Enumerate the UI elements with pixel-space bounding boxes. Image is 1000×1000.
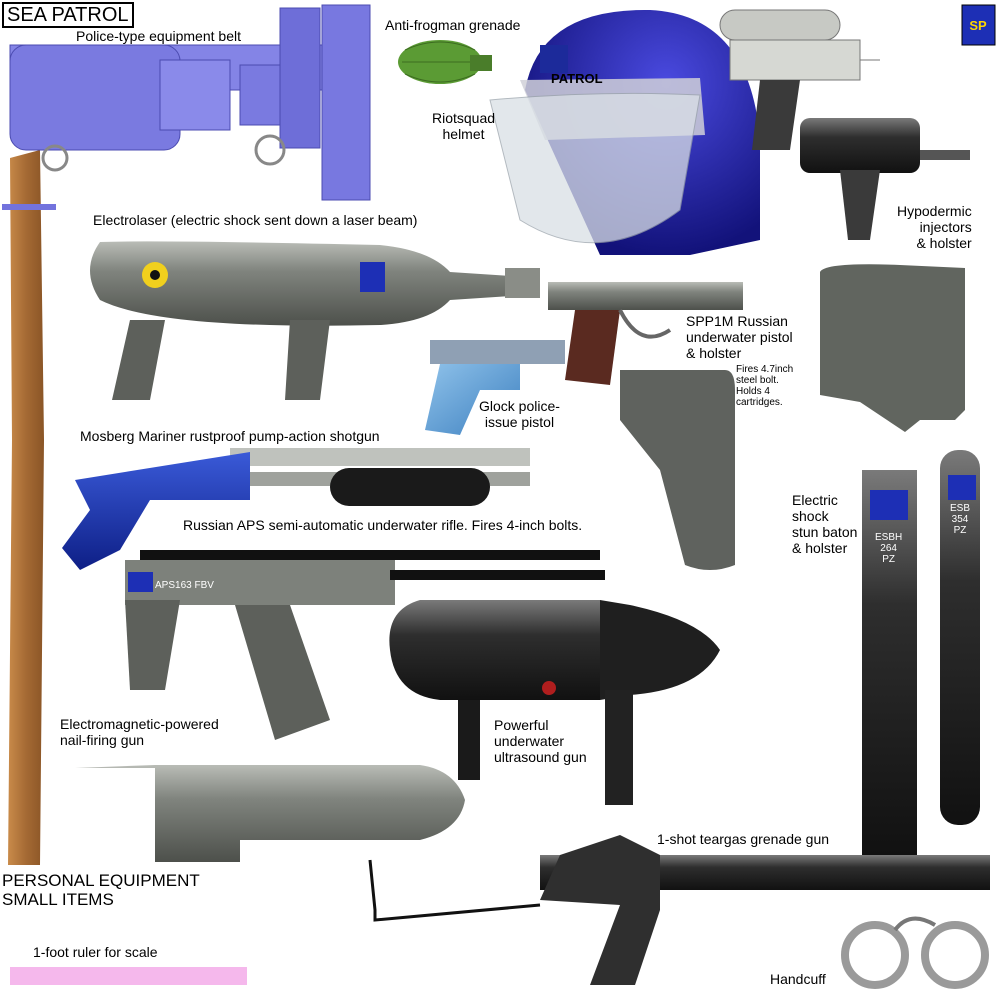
helmet-marking: PATROL <box>551 71 603 86</box>
nailgun-label-line-2: nail-firing gun <box>60 732 145 748</box>
grenade-label: Anti-frogman grenade <box>385 17 521 33</box>
spp1m-note-line-1: Fires 4.7inch <box>736 364 794 375</box>
glock-pistol <box>425 340 565 435</box>
spp1m-pistol <box>548 282 743 385</box>
helmet-label-line-2: helmet <box>442 126 485 142</box>
spp1m-label-line-1: SPP1M Russian <box>686 313 788 329</box>
aps-marking: APS163 FBV <box>155 580 214 591</box>
helmet-label-line-1: Riotsquad <box>432 110 496 126</box>
spp1m-label: SPP1M Russian underwater pistol & holste… <box>686 313 793 361</box>
injector-device <box>719 9 880 150</box>
stun-baton <box>940 450 980 825</box>
glock-label-line-2: issue pistol <box>484 414 555 430</box>
glock-label: Glock police- issue pistol <box>479 398 560 430</box>
spp1m-note-line-3: Holds 4 <box>736 386 770 397</box>
grenade <box>398 40 492 84</box>
baton-marking-line-3: PZ <box>953 525 967 536</box>
ultrasound-label: Powerful underwater ultrasound gun <box>494 717 587 765</box>
electrolaser <box>90 241 540 400</box>
spp1m-label-line-3: & holster <box>686 345 742 361</box>
aps-label: Russian APS semi-automatic underwater ri… <box>183 517 583 533</box>
shotgun <box>62 448 530 570</box>
nailgun-label-line-1: Electromagnetic-powered <box>60 716 219 732</box>
teargas-label: 1-shot teargas grenade gun <box>657 831 830 847</box>
spp1m-holster <box>620 370 735 570</box>
equipment-belt <box>9 4 371 201</box>
wooden-pole <box>2 150 56 865</box>
hypodermic-holster <box>800 118 970 240</box>
page-title: SEA PATROL <box>2 2 134 28</box>
hypodermic-label-line-1: Hypodermic <box>897 203 972 219</box>
spp1m-label-line-2: underwater pistol <box>686 329 793 345</box>
hypodermic-label-line-3: & holster <box>916 235 972 251</box>
baton-holster-marking: ESBH 264 PZ <box>875 532 902 565</box>
section-title-line-2: SMALL ITEMS <box>2 890 114 909</box>
baton-holster-marking-line-2: 264 <box>880 543 897 554</box>
ultrasound-gun <box>389 600 720 805</box>
electrolaser-label: Electrolaser (electric shock sent down a… <box>93 212 418 228</box>
spp1m-note: Fires 4.7inch steel bolt. Holds 4 cartri… <box>736 364 793 408</box>
spp1m-note-line-2: steel bolt. <box>736 375 779 386</box>
helmet-label: Riotsquad helmet <box>432 110 495 142</box>
stun-baton-holster <box>862 470 917 855</box>
stun-baton-label-line-1: Electric <box>792 492 838 508</box>
stun-baton-label-line-4: & holster <box>792 540 848 556</box>
baton-marking-line-2: 354 <box>951 514 969 525</box>
hypodermic-label-line-2: injectors <box>919 219 972 235</box>
stun-baton-label-line-2: shock <box>792 508 829 524</box>
glock-label-line-1: Glock police- <box>479 398 560 414</box>
aps-rifle <box>125 550 605 740</box>
large-holster <box>820 264 965 432</box>
hypodermic-label: Hypodermic injectors & holster <box>897 203 972 251</box>
baton-marking: ESB 354 PZ <box>950 503 970 536</box>
riot-helmet <box>489 9 760 255</box>
shotgun-label: Mosberg Mariner rustproof pump-action sh… <box>80 428 380 444</box>
baton-holster-marking-line-3: PZ <box>882 554 895 565</box>
scale-ruler <box>10 967 247 985</box>
baton-holster-marking-line-1: ESBH <box>875 532 903 543</box>
nail-gun <box>75 765 465 862</box>
stun-baton-label-line-3: stun baton <box>792 524 858 540</box>
section-title: PERSONAL EQUIPMENT SMALL ITEMS <box>2 871 200 909</box>
teargas-gun <box>368 835 990 985</box>
ultrasound-label-line-2: underwater <box>494 733 565 749</box>
ultrasound-label-line-3: ultrasound gun <box>494 749 587 765</box>
sea-patrol-logo: SP <box>961 4 996 46</box>
baton-marking-line-1: ESB <box>950 503 971 514</box>
ultrasound-label-line-1: Powerful <box>494 717 549 733</box>
belt-label: Police-type equipment belt <box>76 28 241 44</box>
section-title-line-1: PERSONAL EQUIPMENT <box>2 871 200 890</box>
svg-text:SP: SP <box>969 18 987 33</box>
stun-baton-label: Electric shock stun baton & holster <box>792 492 857 556</box>
handcuff-label: Handcuff <box>770 971 826 987</box>
ruler-label: 1-foot ruler for scale <box>33 944 158 960</box>
nailgun-label: Electromagnetic-powered nail-firing gun <box>60 716 219 748</box>
handcuffs <box>841 916 989 989</box>
spp1m-note-line-4: cartridges. <box>736 397 783 408</box>
